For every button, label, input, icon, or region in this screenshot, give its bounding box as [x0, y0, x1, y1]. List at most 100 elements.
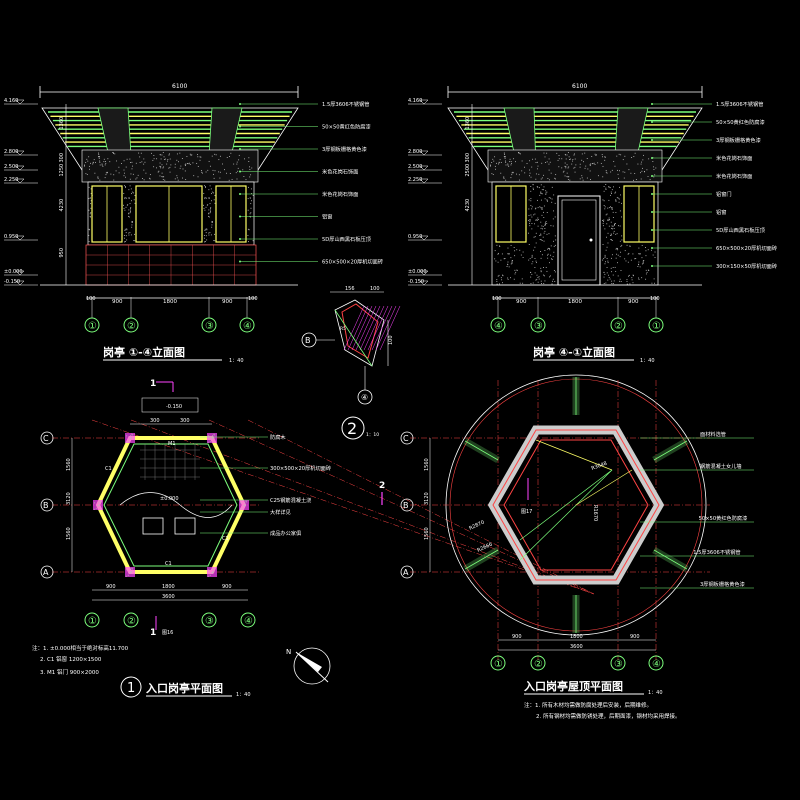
col-dim: 300	[180, 418, 190, 424]
row-axis-label: B	[43, 501, 49, 510]
north-arrow-icon: N	[286, 647, 331, 685]
roof-note-2: 2. 所有钢材均需做防锈处理，后期面漆，钢材均采用焊接。	[536, 712, 681, 720]
detail-number: 2	[347, 419, 357, 438]
plan-title: 入口岗亭平面图	[146, 681, 223, 695]
axis-label: ②	[614, 321, 623, 332]
plan-callout: 成品办公家俱	[270, 529, 301, 537]
roof-col-axis-label: ①	[494, 659, 503, 670]
north-label: N	[286, 648, 291, 656]
callout-label: 1.5厚3606不锈钢管	[716, 100, 763, 108]
mark-c1-left: C1	[105, 466, 112, 472]
plan-drawing-ref: 图16	[162, 630, 173, 636]
mark-c1-bottom: C1	[165, 561, 172, 567]
roof-col-axis-label: ④	[652, 659, 661, 670]
roof-title: 入口岗亭屋顶平面图	[524, 679, 623, 693]
roof-row-dim: 3120	[424, 492, 430, 505]
level-label: ±0.000	[408, 269, 427, 275]
col-dim: 300	[150, 418, 160, 424]
small-dim-1: 100	[86, 296, 96, 302]
roof-row-axis-label: A	[403, 568, 409, 577]
height-dim: 2500	[465, 164, 471, 177]
callout-label: 铝窗	[716, 208, 726, 216]
callout-label: 米色花岗石饰面	[322, 190, 358, 198]
roof-radius-1: R3048	[591, 461, 608, 472]
axis-label: ③	[205, 321, 214, 332]
overall-dim: 6100	[572, 83, 587, 90]
height-dim: 4230	[465, 199, 471, 212]
elevation-1-4: 6100 4.1602.8002.5002.2500.950±0.000-0.1…	[4, 83, 383, 364]
roof-note-1: 注：1. 所有木材均需做防腐处理后安装，后期维修。	[524, 701, 652, 709]
height-dim: 950	[59, 248, 65, 258]
height-dim: 300	[59, 153, 65, 163]
callout-label: 3厚钢板栅格黄色漆	[322, 145, 367, 153]
axis-label: ①	[88, 321, 97, 332]
height-dim: 1360	[59, 117, 65, 130]
callout-label: 米色花岗石饰面	[716, 154, 752, 162]
bottom-dim-2: 900	[516, 299, 527, 305]
col-dim: 900	[222, 584, 232, 590]
roof-callout: 面材料选管	[700, 430, 726, 438]
bottom-dim-4: 900	[628, 299, 639, 305]
level-label: 2.800	[4, 149, 18, 155]
roof-col-axis-label: ②	[534, 659, 543, 670]
height-dim: 300	[465, 153, 471, 163]
axis-label: ④	[243, 321, 252, 332]
col-dim: 1800	[162, 584, 175, 590]
detail-dim-2: 100	[370, 286, 380, 292]
row-dim: 1560	[66, 458, 72, 471]
callout-label: 5D厚山西黑石板压顶	[716, 226, 765, 234]
axis-label: ③	[534, 321, 543, 332]
axis-label: ④	[494, 321, 503, 332]
height-dim: 1250	[59, 164, 65, 177]
corner-detail: 156 100 R5 100 B ④ 2 1：10	[301, 286, 401, 440]
roof-drawing-ref: 图17	[521, 509, 532, 515]
callout-label: 1.5厚3606不锈钢管	[322, 100, 369, 108]
roof-row-axis-label: B	[403, 501, 409, 510]
row-axis-label: A	[43, 568, 49, 577]
detail-scale: 1：10	[366, 432, 379, 438]
level-label: 2.250	[4, 177, 18, 183]
level-label: 2.500	[408, 164, 422, 170]
plan-callout: C25钢筋混凝土浇	[270, 496, 311, 504]
detail-dim-1: 156	[345, 286, 355, 292]
callout-label: 米色花岗石饰面	[716, 172, 752, 180]
plan-callout: 防腐木	[270, 433, 286, 441]
roof-row-dim: 1560	[424, 458, 430, 471]
bottom-dim-2: 1800	[163, 299, 177, 305]
level-label: ±0.000	[4, 269, 23, 275]
elevation-4-1: 6100 4.1602.8002.5002.2500.950±0.000-0.1…	[408, 83, 777, 364]
detail-radius: R5	[340, 326, 346, 332]
level-label: -0.150	[4, 279, 20, 285]
level-label: 2.250	[408, 177, 422, 183]
roof-col-dim: 3600	[570, 644, 583, 650]
callout-label: 50×50黄红色防腐漆	[716, 118, 765, 126]
roof-section-mark: 2	[379, 481, 385, 491]
callout-label: 650×500×20厚机切面砖	[322, 258, 383, 266]
roof-callout: 50×50黄红色防腐漆	[699, 514, 748, 522]
roof-callout: 钢筋混凝土女儿墙	[700, 462, 742, 470]
bottom-dim-3: 1800	[568, 299, 582, 305]
plan-number: 1	[127, 681, 135, 696]
callout-label: 5D厚山西黑石板压顶	[322, 235, 371, 243]
elevation-2-title: 岗亭 ④-①立面图	[533, 345, 615, 359]
plan-callout: 大样详见	[270, 508, 291, 516]
callout-label: 300×150×50厚机切面砖	[716, 262, 777, 270]
elevation-1-title: 岗亭 ①-④立面图	[103, 345, 185, 359]
level-center: ±0.000	[160, 496, 179, 502]
col-dim: 900	[106, 584, 116, 590]
callout-label: 铝窗	[322, 213, 332, 221]
level-label: 4.160	[408, 98, 422, 104]
callout-label: 米色花岗石饰面	[322, 168, 358, 176]
col-dim: 3600	[162, 594, 175, 600]
row-dim: 1560	[66, 527, 72, 540]
axis-label: ②	[127, 321, 136, 332]
elevation-2-scale: 1：40	[640, 358, 655, 364]
plan-scale: 1：40	[236, 692, 251, 698]
callout-label: 50×50黄红色防腐漆	[322, 123, 371, 131]
roof-callout: 1.5厚3606不锈钢管	[693, 548, 740, 556]
level-label: 4.160	[4, 98, 18, 104]
plan-note-2: 2. C1 铝窗 1200×1500	[40, 655, 102, 663]
level-label: 2.800	[408, 149, 422, 155]
col-axis-label: ④	[244, 616, 253, 627]
